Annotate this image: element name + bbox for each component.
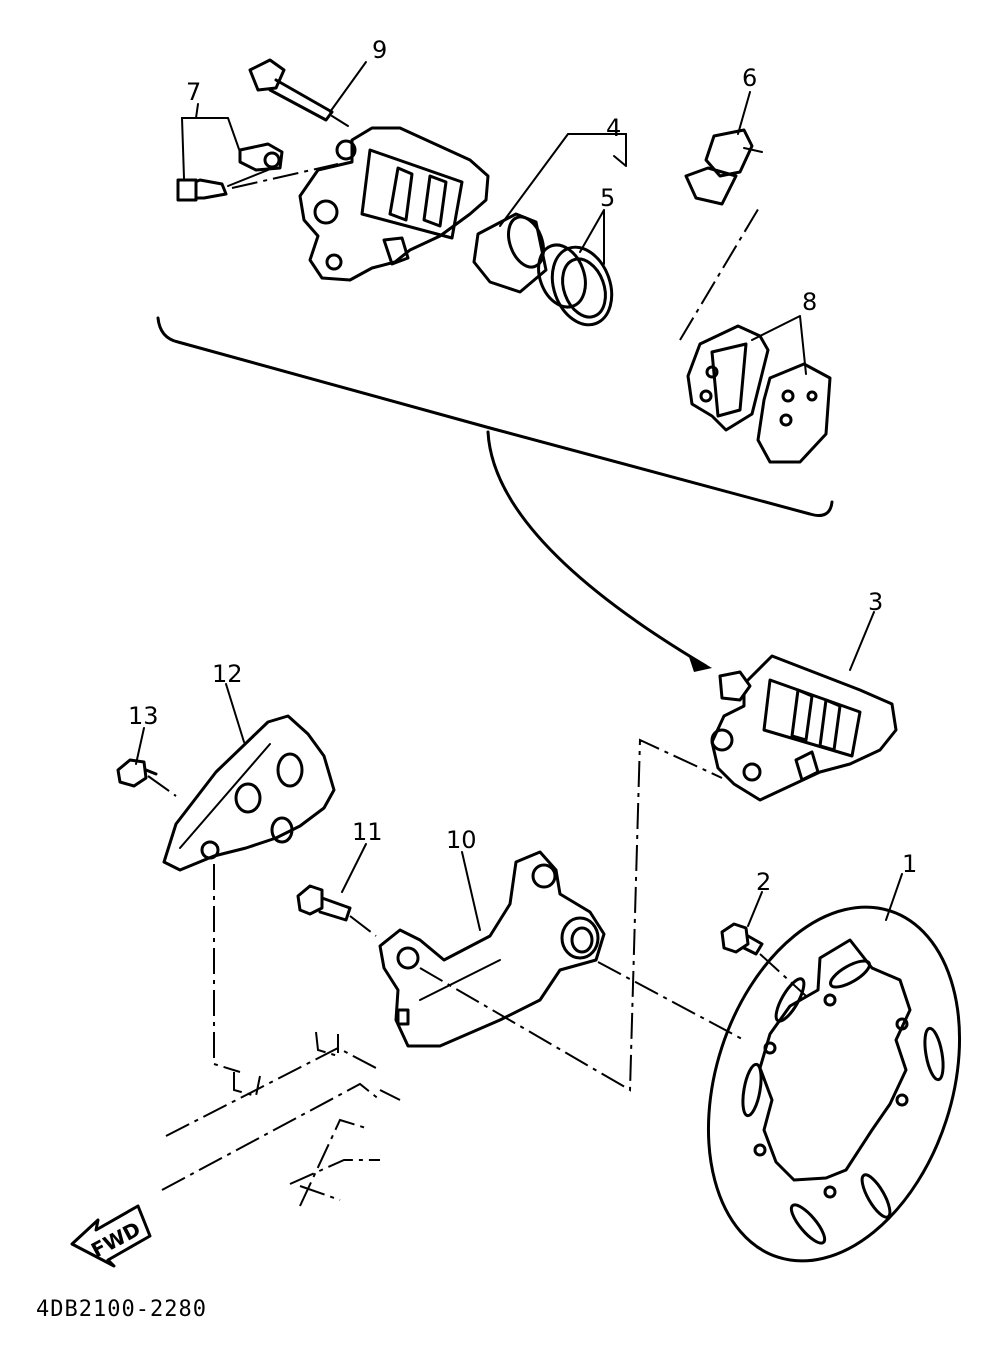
callout-2: 2 [756, 868, 771, 896]
callout-3: 3 [868, 588, 883, 616]
leader-lines [135, 61, 903, 931]
bolt-2 [720, 922, 764, 956]
callout-11: 11 [352, 818, 383, 846]
bolt-13 [116, 758, 158, 788]
brake-pads [686, 324, 832, 464]
piston [472, 212, 548, 294]
caliper-assembly [710, 654, 898, 802]
diagram-code: 4DB2100-2280 [36, 1297, 207, 1322]
callout-10: 10 [446, 826, 477, 854]
assembly-lines [147, 163, 807, 1092]
caliper-bracket [378, 850, 606, 1048]
callout-1: 1 [902, 850, 917, 878]
callout-13: 13 [128, 702, 159, 730]
callout-6: 6 [742, 64, 757, 92]
caliper-pin [248, 58, 349, 127]
pad-spring [684, 128, 763, 206]
caliper-body-detail [298, 126, 490, 282]
group-bracket [156, 316, 834, 672]
bracket-plate [162, 714, 336, 872]
piston-seals [537, 243, 614, 327]
bolt-11 [296, 884, 352, 922]
callout-12: 12 [212, 660, 243, 688]
bleed-screw-assembly [176, 142, 284, 202]
callout-5: 5 [600, 184, 615, 212]
callout-4: 4 [606, 114, 621, 142]
forward-arrow-icon: FWD [70, 1204, 152, 1268]
callout-9: 9 [372, 36, 387, 64]
callout-7: 7 [186, 78, 201, 106]
brake-disc [706, 905, 962, 1263]
swingarm-phantom [161, 1031, 401, 1207]
callout-8: 8 [802, 288, 817, 316]
